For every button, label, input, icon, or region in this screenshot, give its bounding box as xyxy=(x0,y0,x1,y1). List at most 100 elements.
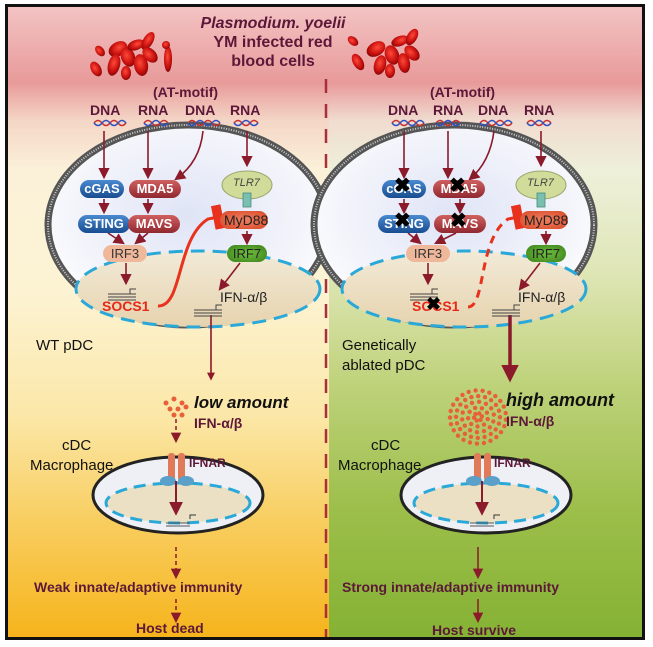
ifn-particles-high xyxy=(447,388,509,446)
helix-glyphs-left xyxy=(93,119,259,127)
ifn-particle xyxy=(497,415,503,420)
red-blood-cells-left xyxy=(90,31,172,80)
ligand-rna-1: RNA xyxy=(138,102,169,118)
ifn-particle xyxy=(466,389,471,395)
ifn-particle xyxy=(469,400,475,406)
ifn-particle xyxy=(482,434,487,440)
ifn-particle xyxy=(487,390,492,395)
strong-immunity-label: Strong innate/adaptive immunity xyxy=(342,579,560,595)
ifn-particle xyxy=(491,419,496,424)
cgas-protein: cGAS xyxy=(80,180,124,198)
ifn-particle xyxy=(467,428,473,433)
gene-glyphs-left xyxy=(108,288,222,317)
knockout-x-icon: ✖ xyxy=(426,294,442,314)
wt-nucleus xyxy=(74,249,322,329)
ifn-particle xyxy=(487,425,492,430)
ifn-particle xyxy=(465,416,471,421)
myd88-protein: MyD88 xyxy=(220,211,268,229)
mavs-protein: MAVS xyxy=(128,215,180,233)
sting-protein-ablated: STING✖ xyxy=(378,210,430,233)
cdc-label-left: cDC xyxy=(62,437,92,454)
macrophage-label-right: Macrophage xyxy=(338,457,422,474)
ifn-gene-ablated: IFN-α/β xyxy=(518,289,566,305)
ifn-particle xyxy=(448,422,454,427)
ifn-particle xyxy=(454,408,460,413)
irf7-protein-ablated: IRF7 xyxy=(526,245,566,262)
ifn-particle xyxy=(493,402,499,408)
ifn-particle xyxy=(482,395,488,400)
red-blood-cells-right xyxy=(347,28,420,78)
ifn-particle xyxy=(455,397,460,402)
low-amount-label: low amount xyxy=(194,393,289,412)
ifn-particle xyxy=(476,393,481,399)
sting-protein: STING xyxy=(78,215,130,233)
high-amount-label: high amount xyxy=(506,390,614,410)
ifn-particle xyxy=(448,408,453,414)
mavs-protein-ablated: MAVS✖ xyxy=(434,210,486,233)
ifn-particle xyxy=(451,402,456,407)
tlr7-label: TLR7 xyxy=(233,177,260,189)
cdc-label-right: cDC xyxy=(371,437,401,454)
irf3-protein: IRF3 xyxy=(103,245,147,262)
ifn-particle xyxy=(471,415,477,420)
ifn-particle xyxy=(455,433,461,438)
ifn-label-right: IFN-α/β xyxy=(506,413,555,429)
ifn-particle xyxy=(488,438,493,443)
irf7-protein: IRF7 xyxy=(227,245,267,262)
ifn-particle xyxy=(458,402,463,407)
socs1-inhibition-line-ablated xyxy=(467,204,526,309)
ifn-particle xyxy=(468,434,474,439)
cgas-protein-ablated: cGAS✖ xyxy=(382,175,426,198)
knockout-x-icon: ✖ xyxy=(394,210,411,232)
ifn-particle xyxy=(475,424,480,429)
ifn-particle xyxy=(460,410,465,415)
ifn-particle xyxy=(493,427,498,432)
ifn-particle xyxy=(451,428,456,433)
at-motif-label-left: (AT-motif) xyxy=(153,84,219,100)
ifn-particles-low xyxy=(163,396,189,418)
ifn-particle xyxy=(480,388,485,393)
ablated-nucleus xyxy=(340,249,588,329)
title-line-2: YM infected red xyxy=(213,34,333,51)
ifn-particle xyxy=(472,405,478,411)
ifnar-label-left: IFNAR xyxy=(189,456,226,470)
ifn-particle xyxy=(475,435,480,441)
knockout-x-icon: ✖ xyxy=(450,210,467,232)
ifn-particle xyxy=(484,410,490,415)
knockout-x-icon: ✖ xyxy=(394,175,411,197)
ifn-particle xyxy=(467,440,473,445)
title-line-1: Plasmodium. yoelii xyxy=(200,15,346,32)
ifn-particle xyxy=(457,426,463,432)
ifn-particle xyxy=(491,412,496,417)
ifn-particle xyxy=(469,394,474,400)
ablated-pdc-label-line-1: Genetically xyxy=(342,337,417,354)
helix-glyphs-right xyxy=(391,119,552,127)
gene-glyphs-right xyxy=(410,288,520,317)
ifn-particle xyxy=(483,401,489,406)
ifn-particle xyxy=(481,440,487,446)
ligand-dna-1-right: DNA xyxy=(388,102,419,118)
tlr7-transmembrane xyxy=(242,192,252,208)
ifn-particle xyxy=(481,428,487,434)
ligand-dna-2-right: DNA xyxy=(478,102,509,118)
mda5-protein-ablated: MDA5✖ xyxy=(433,175,485,198)
ifn-particle xyxy=(463,397,468,403)
socs1-inhibition-line xyxy=(157,204,226,308)
knockout-x-icon: ✖ xyxy=(449,175,466,197)
tlr7-label-right: TLR7 xyxy=(527,177,554,189)
ifn-particle xyxy=(502,424,507,429)
ifn-particle xyxy=(462,431,468,436)
ifn-particle xyxy=(501,404,506,409)
ifn-gene: IFN-α/β xyxy=(220,289,268,305)
ifn-particle xyxy=(485,416,490,422)
ifn-particle xyxy=(461,437,466,442)
macrophage-label-left: Macrophage xyxy=(30,457,114,474)
ifn-particle xyxy=(479,414,485,419)
mda5-protein: MDA5 xyxy=(129,180,181,198)
ligand-rna-2: RNA xyxy=(230,102,261,118)
diagram-frame: Plasmodium. yoelii YM infected red blood… xyxy=(5,4,645,640)
ifn-particle xyxy=(474,430,480,435)
ifn-particle xyxy=(464,404,469,409)
ifn-particle xyxy=(477,411,482,416)
ifn-particle xyxy=(494,434,499,440)
